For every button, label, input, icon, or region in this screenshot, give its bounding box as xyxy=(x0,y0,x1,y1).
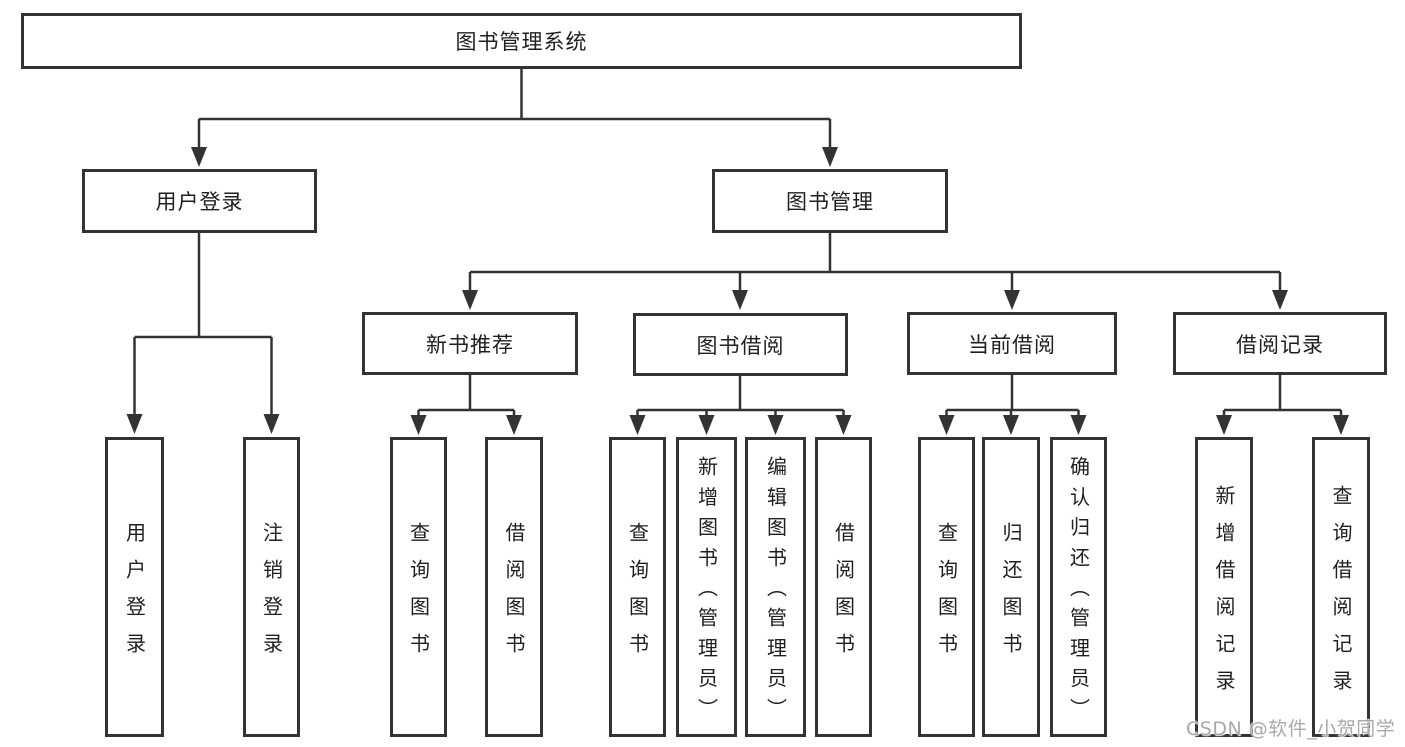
node-new-book-recommend: 新书推荐 xyxy=(362,312,578,375)
leaf-label: 用户登录 xyxy=(122,521,147,670)
leaf-label: 归还图书 xyxy=(999,521,1023,670)
leaf-label: 确认归还（管理员） xyxy=(1066,456,1091,729)
node-label: 图书管理 xyxy=(786,190,874,214)
leaf-edit-books-admin: 编辑图书（管理员） xyxy=(745,437,806,737)
node-label: 图书管理系统 xyxy=(455,30,588,54)
node-current-borrow: 当前借阅 xyxy=(907,312,1117,375)
leaf-user-login: 用户登录 xyxy=(105,437,164,737)
node-book-management-branch: 图书管理 xyxy=(712,169,948,233)
leaf-confirm-return-admin: 确认归还（管理员） xyxy=(1050,437,1107,737)
leaf-query-books-recommend: 查询图书 xyxy=(390,437,447,737)
leaf-add-books-admin: 新增图书（管理员） xyxy=(676,437,737,737)
leaf-label: 借阅图书 xyxy=(831,521,856,670)
leaf-label: 查询图书 xyxy=(406,521,431,670)
leaf-borrow-books-recommend: 借阅图书 xyxy=(485,437,543,737)
leaf-label: 查询图书 xyxy=(625,521,650,670)
node-label: 新书推荐 xyxy=(426,332,514,357)
leaf-label: 查询图书 xyxy=(934,521,959,670)
node-label: 图书借阅 xyxy=(696,333,785,358)
node-label: 借阅记录 xyxy=(1236,332,1324,357)
leaf-query-books-current: 查询图书 xyxy=(918,437,975,737)
leaf-label: 新增图书（管理员） xyxy=(694,456,719,729)
leaf-label: 查询借阅记录 xyxy=(1329,484,1353,707)
node-library-management-system: 图书管理系统 xyxy=(21,13,1022,69)
leaf-borrow-books: 借阅图书 xyxy=(815,437,872,737)
leaf-logout: 注销登录 xyxy=(243,437,300,737)
node-label: 当前借阅 xyxy=(968,332,1056,357)
leaf-label: 注销登录 xyxy=(259,521,284,670)
leaf-label: 编辑图书（管理员） xyxy=(763,456,788,729)
leaf-query-books-borrow: 查询图书 xyxy=(609,437,666,737)
node-borrow-records: 借阅记录 xyxy=(1173,312,1387,375)
node-user-login-branch: 用户登录 xyxy=(82,169,317,233)
leaf-return-books: 归还图书 xyxy=(982,437,1040,737)
node-book-borrow: 图书借阅 xyxy=(633,313,848,376)
leaf-label: 借阅图书 xyxy=(502,521,526,670)
leaf-query-borrow-record: 查询借阅记录 xyxy=(1312,437,1370,737)
leaf-label: 新增借阅记录 xyxy=(1212,484,1236,707)
csdn-watermark: CSDN @软件_小贺同学 xyxy=(1186,718,1396,740)
node-label: 用户登录 xyxy=(155,190,244,214)
leaf-add-borrow-record: 新增借阅记录 xyxy=(1195,437,1253,737)
